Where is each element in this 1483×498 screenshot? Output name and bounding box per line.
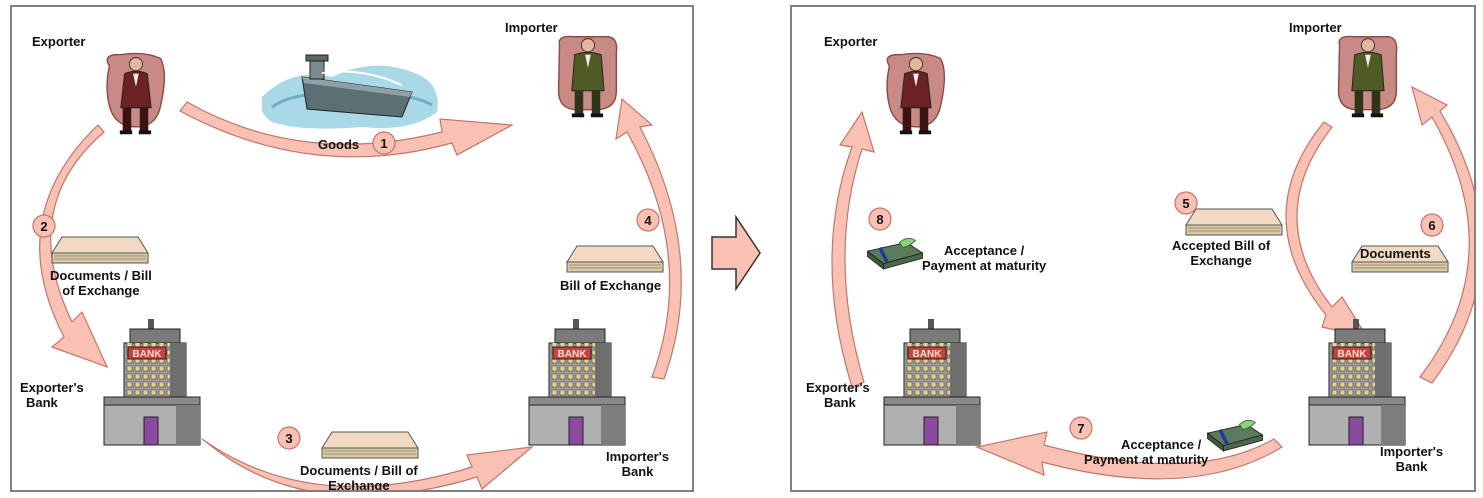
step-number: 1 <box>380 136 387 151</box>
step-badges-right: 5 6 7 8 <box>868 191 1444 440</box>
step-number: 6 <box>1428 218 1435 233</box>
importer-label: Importer <box>1289 20 1342 35</box>
importer-label: Importer <box>505 20 558 35</box>
arrow-payment-to-exporters-bank <box>975 431 1283 480</box>
arrow-bill-to-importers-bank <box>1285 121 1369 338</box>
step-number: 8 <box>876 212 883 227</box>
acceptance-payment-label: Acceptance /Payment at maturity <box>922 243 1047 273</box>
exporter-label: Exporter <box>824 34 878 49</box>
bill-of-exchange-label: Bill of Exchange <box>560 278 662 293</box>
step-badges-left: 1 2 3 4 <box>32 131 660 450</box>
step-number: 2 <box>40 219 47 234</box>
panel-acceptance-flow: 5 6 7 8 Exporter Importer Acceptance /Pa… <box>790 5 1476 492</box>
right-arrow-icon <box>711 215 761 291</box>
panel-collection-flow: 1 2 3 4 Exporter Importer Goods Document… <box>10 5 694 492</box>
step-number: 5 <box>1182 196 1189 211</box>
acceptance-payment-label: Acceptance /Payment at maturity <box>1084 437 1209 467</box>
arrow-goods <box>179 101 515 158</box>
documents-label: Documents <box>1360 246 1431 261</box>
arrow-documents-to-exporters-bank <box>39 124 109 369</box>
step-number: 3 <box>285 431 292 446</box>
exporter-label: Exporter <box>32 34 86 49</box>
arrow-payment-to-exporter <box>831 110 875 388</box>
right-arrows-layer <box>831 85 1474 480</box>
arrow-bill-to-importer <box>615 97 682 380</box>
goods-label: Goods <box>318 137 360 152</box>
arrow-documents-to-importer <box>1411 85 1474 384</box>
step-number: 7 <box>1077 421 1084 436</box>
left-arrows-layer <box>39 97 682 490</box>
step-number: 4 <box>644 213 652 228</box>
arrow-documents-to-importers-bank <box>201 438 534 490</box>
